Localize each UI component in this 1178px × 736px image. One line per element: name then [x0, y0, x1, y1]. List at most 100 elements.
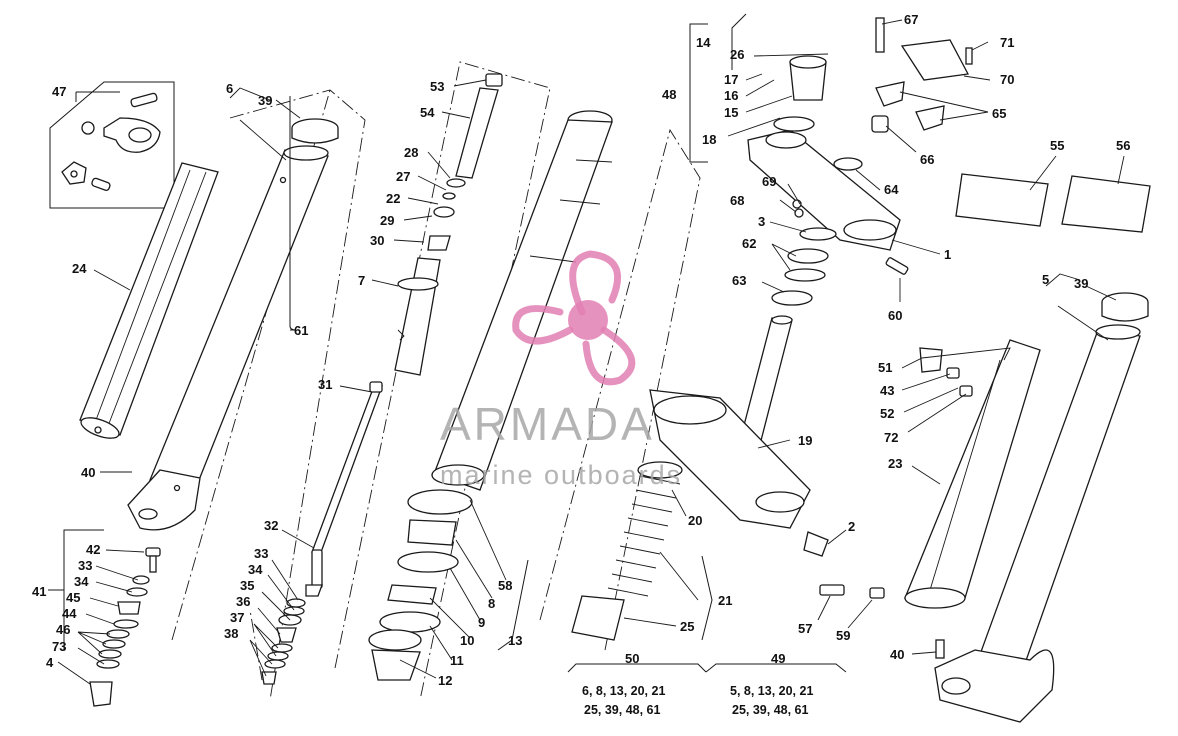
callout-64: 64 — [884, 182, 899, 197]
callout-15: 15 — [724, 105, 738, 120]
callout-41: 41 — [32, 584, 46, 599]
callout-54: 54 — [420, 105, 435, 120]
callout-36: 36 — [236, 594, 250, 609]
kit-49-line2: 25, 39, 48, 61 — [732, 703, 809, 717]
callout-62: 62 — [742, 236, 756, 251]
armada-propeller-logo — [512, 250, 636, 386]
callout-45: 45 — [66, 590, 80, 605]
cartridge-7 — [394, 73, 503, 376]
callout-42: 42 — [86, 542, 100, 557]
lower-triple-clamp-19 — [649, 315, 829, 557]
callout-57: 57 — [798, 621, 812, 636]
callout-33: 33 — [254, 546, 268, 561]
callout-22: 22 — [386, 191, 400, 206]
callout-28: 28 — [404, 145, 418, 160]
kit-50-line1: 6, 8, 13, 20, 21 — [582, 684, 665, 698]
callout-59: 59 — [836, 628, 850, 643]
callout-73: 73 — [52, 639, 66, 654]
callout-46: 46 — [56, 622, 70, 637]
callout-48: 48 — [662, 87, 676, 102]
callout-55: 55 — [1050, 138, 1064, 153]
leader-lines — [57, 19, 1125, 685]
kit-50-number: 50 — [625, 651, 639, 666]
upper-triple-clamp-1 — [747, 17, 973, 306]
callout-60: 60 — [888, 308, 902, 323]
callout-5: 5 — [1042, 272, 1049, 287]
callout-40b: 40 — [890, 647, 904, 662]
stanchion-6 — [127, 118, 339, 531]
callout-53: 53 — [430, 79, 444, 94]
callout-6: 6 — [226, 81, 233, 96]
watermark-tagline: marine outboards — [440, 460, 682, 490]
callout-34: 34 — [248, 562, 263, 577]
callout-17: 17 — [724, 72, 738, 87]
callout-31: 31 — [318, 377, 332, 392]
callout-9: 9 — [478, 615, 485, 630]
callout-20: 20 — [688, 513, 702, 528]
callout-14: 14 — [696, 35, 711, 50]
callout-7: 7 — [358, 273, 365, 288]
callout-43: 43 — [880, 383, 894, 398]
watermark-brand: ARMADA — [440, 398, 655, 450]
group-frames — [171, 61, 701, 701]
callout-66: 66 — [920, 152, 934, 167]
callout-24: 24 — [72, 261, 87, 276]
group-brackets — [48, 13, 847, 673]
callout-69: 69 — [762, 174, 776, 189]
callout-52: 52 — [880, 406, 894, 421]
callout-39b: 39 — [1074, 276, 1088, 291]
kit-labels: 50 6, 8, 13, 20, 21 25, 39, 48, 61 49 5,… — [582, 651, 813, 717]
spring-20 — [571, 461, 683, 641]
callout-65: 65 — [992, 106, 1006, 121]
kit-50-line2: 25, 39, 48, 61 — [584, 703, 661, 717]
callout-37: 37 — [230, 610, 244, 625]
fork-protectors — [955, 173, 1151, 233]
callout-19: 19 — [798, 433, 812, 448]
outer-tube-24 — [79, 162, 219, 439]
outer-tube-23 — [819, 339, 1041, 609]
callout-2: 2 — [848, 519, 855, 534]
callout-32: 32 — [264, 518, 278, 533]
watermark: ARMADA marine outboards — [440, 250, 682, 490]
callout-33b: 33 — [78, 558, 92, 573]
callout-39: 39 — [258, 93, 272, 108]
callout-47: 47 — [52, 84, 66, 99]
callout-1: 1 — [944, 247, 951, 262]
callout-29: 29 — [380, 213, 394, 228]
callout-68: 68 — [730, 193, 744, 208]
callout-labels: 47 6 39 24 40 61 31 32 33 34 35 36 37 38… — [32, 12, 1130, 688]
callout-38: 38 — [224, 626, 238, 641]
callout-25: 25 — [680, 619, 694, 634]
small-parts-stack-left — [261, 598, 306, 685]
callout-26: 26 — [730, 47, 744, 62]
callout-35: 35 — [240, 578, 254, 593]
callout-16: 16 — [724, 88, 738, 103]
callout-8: 8 — [488, 596, 495, 611]
callout-23: 23 — [888, 456, 902, 471]
callout-27: 27 — [396, 169, 410, 184]
callout-61: 61 — [294, 323, 308, 338]
callout-30: 30 — [370, 233, 384, 248]
rings-stack-center — [368, 489, 473, 681]
callout-12: 12 — [438, 673, 452, 688]
damper-rod-31 — [305, 381, 383, 597]
callout-21: 21 — [718, 593, 732, 608]
callout-56: 56 — [1116, 138, 1130, 153]
callout-13: 13 — [508, 633, 522, 648]
callout-34b: 34 — [74, 574, 89, 589]
callout-44: 44 — [62, 606, 77, 621]
stanchion-5 — [934, 292, 1149, 723]
kit-47-inset — [49, 81, 175, 209]
callout-70: 70 — [1000, 72, 1014, 87]
callout-67: 67 — [904, 12, 918, 27]
callout-40: 40 — [81, 465, 95, 480]
kit-49-number: 49 — [771, 651, 785, 666]
callout-51: 51 — [878, 360, 892, 375]
callout-18: 18 — [702, 132, 716, 147]
callout-3: 3 — [758, 214, 765, 229]
center-outer-tube — [431, 110, 613, 491]
callout-72: 72 — [884, 430, 898, 445]
callout-11: 11 — [450, 653, 464, 668]
kit-49-line1: 5, 8, 13, 20, 21 — [730, 684, 813, 698]
